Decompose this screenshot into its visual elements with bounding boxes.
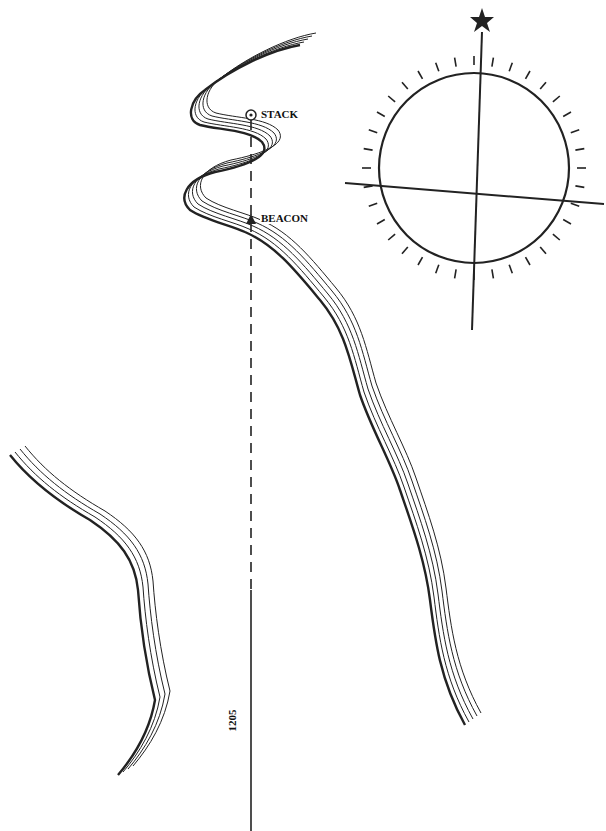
compass-tick	[418, 71, 423, 79]
compass-tick	[575, 149, 584, 151]
bearing-line	[250, 120, 252, 590]
compass-tick	[563, 112, 571, 117]
compass-tick	[540, 247, 546, 254]
compass-tick	[563, 220, 571, 225]
compass-tick	[577, 167, 586, 169]
place-label: STACK	[260, 109, 299, 120]
coastline	[10, 446, 170, 775]
bearing-line	[250, 590, 252, 831]
compass-tick	[509, 63, 512, 71]
compass-tick	[492, 269, 494, 278]
compass-tick	[526, 71, 531, 79]
compass-tick	[575, 186, 584, 188]
compass-tick	[571, 203, 579, 206]
compass-rose	[345, 8, 604, 330]
compass-tick	[402, 82, 408, 89]
compass-tick	[388, 96, 395, 102]
stack-symbol	[246, 110, 256, 120]
beacon-symbol	[246, 214, 256, 224]
compass-tick	[526, 257, 531, 265]
coastline	[184, 33, 481, 725]
stack-symbol	[249, 113, 252, 116]
compass-tick	[369, 130, 377, 133]
compass-tick	[418, 257, 423, 265]
compass-tick	[364, 186, 373, 188]
compass-tick	[388, 234, 395, 240]
compass-tick	[369, 203, 377, 206]
compass-tick	[571, 130, 579, 133]
compass-tick	[436, 63, 439, 71]
compass-tick	[553, 96, 560, 102]
compass-tick	[455, 58, 457, 67]
compass-tick	[377, 112, 385, 117]
compass-tick	[509, 265, 512, 273]
compass-tick	[362, 167, 371, 169]
place-label: BEACON	[260, 213, 309, 224]
compass-tick	[402, 247, 408, 254]
compass-tick	[473, 56, 475, 65]
compass-tick	[455, 269, 457, 278]
compass-tick	[492, 58, 494, 67]
bearing-label: 1205	[227, 708, 238, 732]
compass-tick	[540, 82, 546, 89]
compass-tick	[377, 220, 385, 225]
compass-tick	[473, 271, 475, 280]
compass-tick	[364, 149, 373, 151]
compass-tick	[553, 234, 560, 240]
compass-tick	[436, 265, 439, 273]
